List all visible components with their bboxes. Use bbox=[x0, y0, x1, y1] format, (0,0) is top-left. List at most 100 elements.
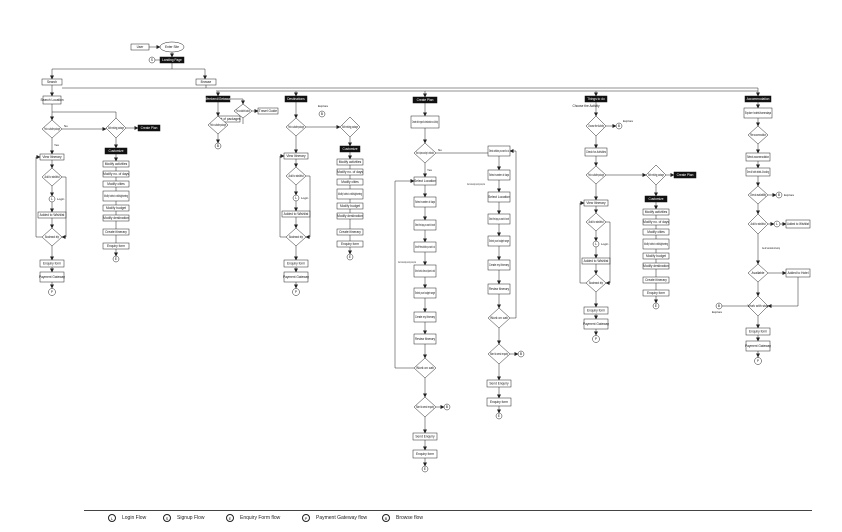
find-package-label: Find a suitable package bbox=[44, 127, 60, 131]
cp-r-explore-connector bbox=[517, 350, 525, 358]
ttd-enquiry-label: Enquiry form bbox=[587, 308, 605, 312]
find-location-label: Find a suitable location bbox=[236, 109, 250, 113]
cp-select-hotels-label: Select hotels, cities and places to visi… bbox=[415, 269, 435, 273]
ttd-explore-connector bbox=[615, 122, 623, 130]
modify-cities-label: Modify cities bbox=[107, 182, 125, 186]
search-location-label: Search Location bbox=[40, 98, 63, 102]
modify-budget-label: Modify budget bbox=[106, 206, 126, 210]
acc-payment-connector bbox=[754, 357, 762, 365]
cp-select-activities-label: Select/Prefer activities you want to do bbox=[415, 245, 435, 249]
cp-regard-label: Create with regard to destination or Act… bbox=[412, 120, 438, 124]
acc-head-label: Accommodation bbox=[747, 97, 770, 101]
acc-see-details-note: See all hotel details & booking bbox=[762, 246, 780, 250]
acc-availability-label: Check availability bbox=[750, 193, 766, 197]
ttd-enquiry-letter: E bbox=[655, 304, 657, 308]
dest-login-letter: L bbox=[295, 196, 297, 200]
destinations-column: Destinations Explore B Find a suitable p… bbox=[279, 91, 363, 296]
enquiry-form-label-2: Enquiry form bbox=[107, 244, 125, 248]
legend-browse: B Browse flow bbox=[382, 514, 423, 522]
enter-site-label: Enter Site bbox=[165, 45, 179, 49]
cp-r-review-label: Review itinerary bbox=[489, 287, 509, 291]
ttd-create-plan-node bbox=[673, 171, 697, 179]
cp-r-cab-label: Work on cab bbox=[490, 316, 508, 320]
signup-connector-letter: S bbox=[151, 58, 153, 62]
legend-browse-label: Browse flow bbox=[396, 515, 423, 521]
travel-guide-node bbox=[257, 107, 279, 115]
browse-label: Browse bbox=[201, 80, 212, 84]
ttd-check-label: Check for Activities bbox=[586, 150, 606, 154]
enquiry-form-label: Enquiry form bbox=[43, 261, 61, 265]
ttd-login-letter: L bbox=[595, 242, 597, 246]
acc-available-label: Available bbox=[752, 271, 765, 275]
cp-r-travel-days-label: Select the days you want to travel bbox=[489, 217, 509, 221]
cp-enquiry-letter: E bbox=[424, 467, 426, 471]
acc-explore-label: Explore bbox=[784, 193, 795, 197]
dest-payment-connector bbox=[292, 288, 300, 296]
ttd-enquiry-connector bbox=[652, 302, 660, 310]
cp-r-location-label: Select Location bbox=[488, 195, 510, 199]
landing-page-label: Landing Page bbox=[162, 58, 182, 62]
dest-create-itinerary-label: Create itinerary bbox=[339, 230, 361, 234]
legend-browse-marker: B bbox=[382, 514, 390, 522]
ttd-find-package-label: Find a suitable package bbox=[588, 173, 604, 177]
legend-login-label: Login Flow bbox=[122, 515, 147, 521]
weekend-find-package-label: Find a suitable package bbox=[210, 123, 226, 127]
legend-enquiry-label: Enquiry Form flow bbox=[240, 515, 281, 521]
cp-review-itinerary-label: Review itinerary bbox=[415, 337, 435, 341]
dest-modify-destination-label: Modify destination bbox=[337, 214, 363, 218]
acc-wishlist-label: Add to wishlist bbox=[751, 222, 766, 226]
dest-enquiry-letter: E bbox=[349, 255, 351, 259]
legend-signup: S Signup Flow bbox=[163, 514, 205, 522]
ttd-head-label: Things to do bbox=[587, 97, 605, 101]
weekend-browse-letter: B bbox=[217, 144, 219, 148]
legend-login: L Login Flow bbox=[108, 514, 146, 522]
accommodation-column: Accommodation Explore hotels/homestays F… bbox=[712, 88, 811, 365]
cp-r-explore-letter: B bbox=[520, 352, 522, 356]
modify-days-label: Modify no. of days bbox=[103, 172, 129, 176]
header-flow: User Enter Site Landing Page S Search Br… bbox=[40, 41, 758, 105]
ttd-payment-connector bbox=[592, 335, 600, 343]
login-label: Login bbox=[57, 197, 65, 201]
legend-payment-label: Payment Gateway flow bbox=[316, 515, 368, 521]
modify-destination-label: Modify destination bbox=[103, 216, 129, 220]
cp-select-budget-label: Select your budget range bbox=[415, 291, 435, 295]
acc-select-label: Select accommodation bbox=[747, 155, 769, 159]
no-label: No bbox=[64, 124, 68, 128]
acc-details-label: See all hotel details & booking bbox=[747, 170, 769, 174]
ttd-added-wishlist-label: Added to Wishlist bbox=[584, 259, 609, 263]
dest-modify-activities-label: Modify activities bbox=[339, 160, 362, 164]
create-itinerary-label: Create itinerary bbox=[105, 230, 127, 234]
customize-label: Customize bbox=[108, 149, 123, 153]
destinations-browse-connector bbox=[318, 110, 326, 118]
legend-payment-marker: P bbox=[302, 514, 310, 522]
cp-r-enquiry-connector bbox=[495, 412, 503, 420]
dest-payment-label: Payment Gateway bbox=[283, 275, 309, 279]
cp-send-enquiry-label: Send Enquiry bbox=[415, 434, 435, 438]
dest-modify-hotels-label: Modify hotels to visit/sightseeing bbox=[338, 192, 362, 196]
cp-r-budget-label: Select your budget range bbox=[489, 239, 509, 243]
legend-enquiry-marker: E bbox=[226, 514, 234, 522]
cp-activity-first-label: Select activities you want to do bbox=[489, 149, 509, 153]
payment-connector bbox=[48, 288, 56, 296]
ttd-edit-label: Edit existing package bbox=[648, 173, 664, 177]
edit-package-label: Edit existing package bbox=[108, 126, 124, 130]
legend-divider bbox=[84, 510, 812, 511]
packages-label: List of packages bbox=[217, 117, 240, 121]
cp-r-enquiry-letter: E bbox=[498, 414, 500, 418]
destinations-explore-label: Explore bbox=[318, 104, 329, 108]
ttd-payment-letter: P bbox=[595, 337, 597, 341]
ttd-mod-cities-label: Modify cities bbox=[647, 230, 665, 234]
view-itinerary-label: View Itinerary bbox=[42, 155, 62, 159]
acc-added-wishlist-label: Added to Wishlist bbox=[787, 222, 809, 226]
acc-added-hotel-label: Added to Hotel bbox=[787, 271, 808, 275]
ttd-mod-activities-label: Modify activities bbox=[645, 210, 668, 214]
bookmark-label: Bookmark trip bbox=[45, 235, 59, 239]
ttd-create-plan-label: Create Plan bbox=[677, 173, 694, 177]
acc-added-wishlist-node bbox=[785, 219, 811, 229]
added-wishlist-label: Added to Wishlist bbox=[40, 213, 65, 217]
cp-choose-cities-label: Choose from cities according to your act… bbox=[398, 260, 416, 264]
user-label: User bbox=[137, 45, 145, 49]
create-plan-label: Create Plan bbox=[141, 126, 158, 130]
cp-r-create-label: Create my itinerary bbox=[489, 263, 509, 267]
